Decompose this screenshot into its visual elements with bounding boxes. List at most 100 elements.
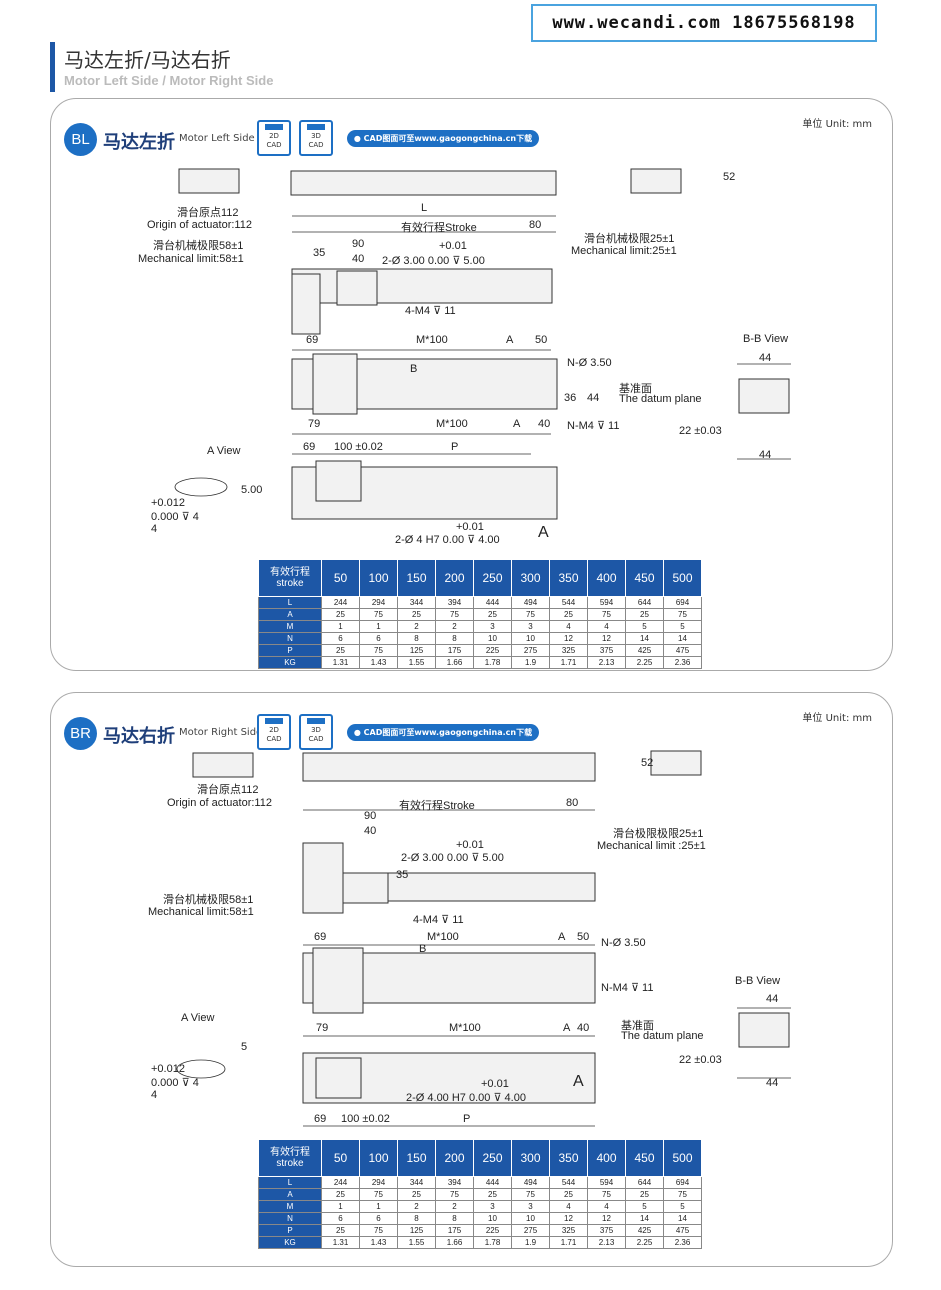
spec-table-left: 有效行程 stroke 50 100 150 200 250 300 350 4… bbox=[258, 559, 702, 669]
table-cell: 25 bbox=[549, 1188, 588, 1201]
table-cell: 225 bbox=[473, 644, 512, 657]
table-cell: 2 bbox=[397, 1200, 436, 1213]
dim-40: 40 bbox=[352, 253, 365, 265]
table-cell: 1 bbox=[359, 620, 398, 633]
table-cell: 125 bbox=[397, 644, 436, 657]
table-row: KG 1.31 1.43 1.55 1.66 1.78 1.9 1.71 2.1… bbox=[258, 1236, 702, 1249]
table-cell: 375 bbox=[587, 1224, 626, 1237]
dim-4: 4 bbox=[151, 523, 158, 535]
dim-80: 80 bbox=[566, 797, 579, 809]
dim-90: 90 bbox=[352, 238, 365, 250]
cad-3d-download-button[interactable]: 3D CAD bbox=[299, 120, 333, 156]
dim-52: 52 bbox=[723, 171, 736, 183]
table-col-header: 350 bbox=[549, 1139, 588, 1177]
cad-2d-download-button[interactable]: 2D CAD bbox=[257, 714, 291, 750]
table-row: N 6 6 8 8 10 10 12 12 14 14 bbox=[258, 632, 702, 645]
table-cell: 494 bbox=[511, 596, 550, 609]
carriage-view1 bbox=[336, 270, 378, 306]
motor-end-view bbox=[192, 752, 254, 778]
table-header-en: stroke bbox=[276, 1158, 304, 1169]
a-arrow-label: A bbox=[538, 524, 549, 541]
hole2-spec: 2-Ø 4 H7 0.00 ⊽ 4.00 bbox=[395, 534, 500, 546]
table-col-header: 250 bbox=[473, 1139, 512, 1177]
table-cell: 344 bbox=[397, 1176, 436, 1189]
table-cell: 25 bbox=[473, 1188, 512, 1201]
carriage-view3 bbox=[315, 1057, 362, 1099]
table-cell: 175 bbox=[435, 1224, 474, 1237]
table-row: A 25 75 25 75 25 75 25 75 25 75 bbox=[258, 608, 702, 621]
table-col-header: 300 bbox=[511, 559, 550, 597]
table-row: L 244 294 344 394 444 494 544 594 644 69… bbox=[258, 1176, 702, 1189]
table-col-header: 50 bbox=[321, 1139, 360, 1177]
cad-2d-download-button[interactable]: 2D CAD bbox=[257, 120, 291, 156]
table-cell: 1.66 bbox=[435, 656, 474, 669]
table-cell: 8 bbox=[397, 632, 436, 645]
cad-3d-top: 3D bbox=[311, 726, 321, 734]
table-col-header: 150 bbox=[397, 1139, 436, 1177]
dim-40b: 40 bbox=[577, 1022, 590, 1034]
dim-40: 40 bbox=[364, 825, 377, 837]
cad-3d-top: 3D bbox=[311, 132, 321, 140]
motor-end-view bbox=[178, 168, 240, 194]
table-cell: 75 bbox=[359, 1224, 398, 1237]
table-cell: 3 bbox=[511, 1200, 550, 1213]
table-cell: 3 bbox=[473, 1200, 512, 1213]
tol-v1: +0.012 bbox=[151, 1063, 185, 1075]
table-cell: 2 bbox=[435, 620, 474, 633]
panel-motor-left: 单位 Unit: mm BL 马达左折 Motor Left Side 2D C… bbox=[50, 98, 893, 671]
table-cell: 6 bbox=[359, 1212, 398, 1225]
table-cell: 25 bbox=[397, 608, 436, 621]
table-cell: 75 bbox=[511, 608, 550, 621]
table-cell: 475 bbox=[663, 1224, 702, 1237]
table-cell: 1 bbox=[321, 1200, 360, 1213]
tol-001b: +0.01 bbox=[481, 1078, 509, 1090]
table-cell: 475 bbox=[663, 644, 702, 657]
table-cell: 25 bbox=[321, 608, 360, 621]
cad-3d-bottom: CAD bbox=[308, 141, 324, 149]
table-cell: 2.25 bbox=[625, 656, 664, 669]
table-cell: 375 bbox=[587, 644, 626, 657]
table-row: M 1 1 2 2 3 3 4 4 5 5 bbox=[258, 1200, 702, 1213]
datum-en: The datum plane bbox=[621, 1030, 704, 1042]
tol-v2: 0.000 ⊽ 4 bbox=[151, 511, 199, 523]
table-cell: 1.31 bbox=[321, 1236, 360, 1249]
table-cell: 4 bbox=[587, 620, 626, 633]
table-col-header: 350 bbox=[549, 559, 588, 597]
table-cell: 444 bbox=[473, 1176, 512, 1189]
table-cell: 12 bbox=[587, 632, 626, 645]
dim-90: 90 bbox=[364, 810, 377, 822]
table-cell: 75 bbox=[435, 1188, 474, 1201]
table-cell: 3 bbox=[473, 620, 512, 633]
row-header: A bbox=[258, 1188, 322, 1201]
table-cell: 1.55 bbox=[397, 656, 436, 669]
table-cell: 344 bbox=[397, 596, 436, 609]
table-cell: 75 bbox=[359, 1188, 398, 1201]
actuator-top-view bbox=[290, 170, 557, 196]
table-cell: 6 bbox=[321, 1212, 360, 1225]
bb-section-view bbox=[738, 1012, 790, 1048]
mech-limit-cn: 滑台机械极限58±1 bbox=[153, 240, 244, 252]
m4-spec: 4-M4 ⊽ 11 bbox=[405, 305, 456, 317]
cad-download-link[interactable]: ● CAD图面可至www.gaogongchina.cn下载 bbox=[347, 724, 539, 741]
technical-drawing-left bbox=[174, 168, 791, 520]
table-cell: 25 bbox=[321, 1224, 360, 1237]
bb-section-view bbox=[738, 378, 790, 414]
dim-50: 50 bbox=[577, 931, 590, 943]
cad-download-link[interactable]: ● CAD图面可至www.gaogongchina.cn下载 bbox=[347, 130, 539, 147]
table-col-header: 500 bbox=[663, 1139, 702, 1177]
table-cell: 75 bbox=[359, 644, 398, 657]
table-cell: 1 bbox=[321, 620, 360, 633]
table-cell: 10 bbox=[473, 632, 512, 645]
dim-79: 79 bbox=[308, 418, 321, 430]
hole-spec: 2-Ø 3.00 0.00 ⊽ 5.00 bbox=[401, 852, 504, 864]
cad-3d-download-button[interactable]: 3D CAD bbox=[299, 714, 333, 750]
table-cell: 644 bbox=[625, 1176, 664, 1189]
table-cell: 275 bbox=[511, 1224, 550, 1237]
unit-label: 单位 Unit: mm bbox=[802, 713, 872, 724]
row-header: P bbox=[258, 1224, 322, 1237]
origin-cn: 滑台原点112 bbox=[197, 784, 259, 796]
table-col-header: 450 bbox=[625, 1139, 664, 1177]
table-cell: 14 bbox=[625, 1212, 664, 1225]
row-header: N bbox=[258, 1212, 322, 1225]
actuator-side-view bbox=[650, 750, 702, 776]
